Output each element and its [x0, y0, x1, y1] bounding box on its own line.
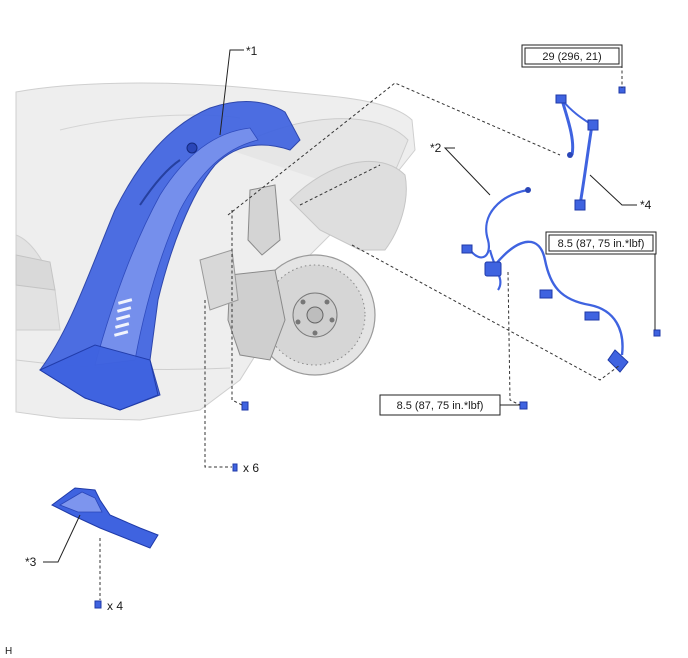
- bracket-part: [51, 487, 159, 549]
- bolt-icon: [519, 401, 528, 410]
- quantity-x4: x 4: [107, 599, 123, 613]
- corner-mark: H: [5, 646, 12, 657]
- clip-icon: [241, 401, 249, 411]
- bolt-icon: [618, 86, 626, 94]
- torque-spec-1: 29 (296, 21): [542, 51, 601, 63]
- clip-icon: [94, 600, 102, 609]
- torque-box-3: 8.5 (87, 75 in.*lbf): [379, 394, 501, 416]
- label-part-1: *1: [246, 44, 258, 58]
- clip-icon: [232, 463, 238, 472]
- label-part-2: *2: [430, 141, 442, 155]
- label-part-3: *3: [25, 555, 37, 569]
- torque-box-2: 8.5 (87, 75 in.*lbf): [545, 231, 657, 255]
- torque-spec-2: 8.5 (87, 75 in.*lbf): [558, 238, 645, 250]
- quantity-x6: x 6: [243, 461, 259, 475]
- part-labels: *1 *2 *3 *4 x 6 x 4 H: [5, 44, 652, 657]
- label-part-4: *4: [640, 198, 652, 212]
- bolt-icon: [653, 329, 661, 337]
- brake-hose-part: [555, 94, 599, 211]
- torque-spec-3: 8.5 (87, 75 in.*lbf): [397, 400, 484, 412]
- fasteners: [94, 86, 661, 609]
- reference-lines: [99, 65, 623, 600]
- torque-box-1: 29 (296, 21): [521, 44, 623, 68]
- brake-disc-assembly: [199, 184, 376, 376]
- fender-liner-part: [38, 101, 301, 411]
- speed-sensor-wire-part: [461, 187, 629, 373]
